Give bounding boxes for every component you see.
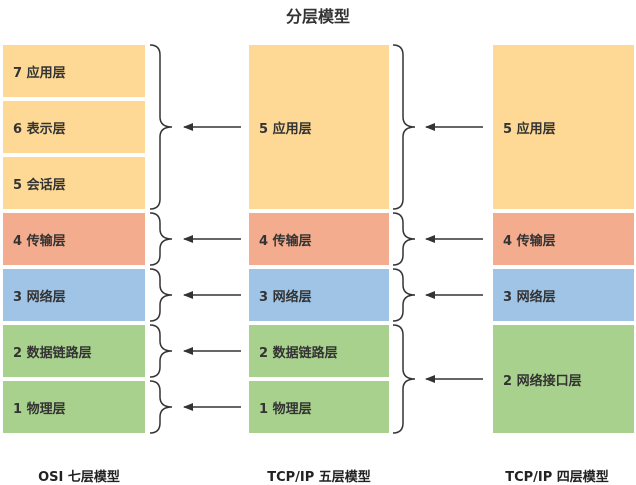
brace-osi-network xyxy=(149,268,173,322)
osi-layer-presentation: 6 表示层 xyxy=(3,101,145,153)
osi-layer-transport: 4 传输层 xyxy=(3,213,145,265)
tcpip5-layer-physical: 1 物理层 xyxy=(249,381,389,433)
osi-layer-physical: 1 物理层 xyxy=(3,381,145,433)
tcpip4-layer-network-interface: 2 网络接口层 xyxy=(493,325,634,433)
tcpip5-layer-transport: 4 传输层 xyxy=(249,213,389,265)
tcpip4-layer-network: 3 网络层 xyxy=(493,269,634,321)
brace-osi-datalink xyxy=(149,324,173,378)
brace-osi-transport xyxy=(149,212,173,266)
brace-tcpip5-link-group xyxy=(392,324,416,434)
brace-tcpip5-transport xyxy=(392,212,416,266)
tcpip5-column-label: TCP/IP 五层模型 xyxy=(267,470,371,485)
brace-tcpip5-application xyxy=(392,44,416,210)
osi-layer-session: 5 会话层 xyxy=(3,157,145,209)
osi-layer-datalink: 2 数据链路层 xyxy=(3,325,145,377)
tcpip4-layer-application: 5 应用层 xyxy=(493,45,634,209)
brace-osi-physical xyxy=(149,380,173,434)
tcpip5-layer-application: 5 应用层 xyxy=(249,45,389,209)
osi-layer-application: 7 应用层 xyxy=(3,45,145,97)
osi-column-label: OSI 七层模型 xyxy=(38,470,120,485)
tcpip5-layer-network: 3 网络层 xyxy=(249,269,389,321)
tcpip4-layer-transport: 4 传输层 xyxy=(493,213,634,265)
tcpip5-layer-datalink: 2 数据链路层 xyxy=(249,325,389,377)
diagram-title: 分层模型 xyxy=(285,7,350,26)
osi-layer-network: 3 网络层 xyxy=(3,269,145,321)
brace-tcpip5-network xyxy=(392,268,416,322)
tcpip4-column-label: TCP/IP 四层模型 xyxy=(505,470,609,485)
brace-osi-application-group xyxy=(149,44,173,210)
